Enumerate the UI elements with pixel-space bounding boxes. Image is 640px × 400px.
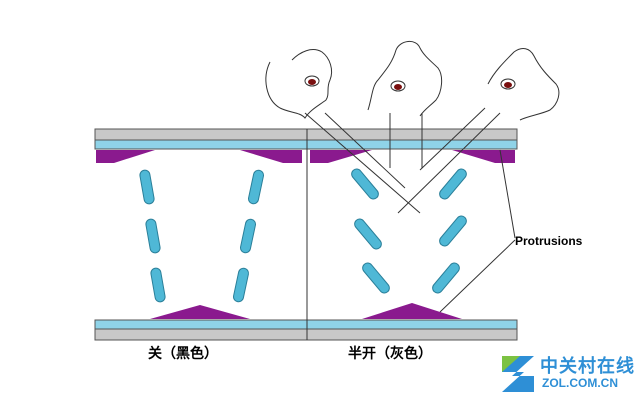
pupil: [394, 84, 402, 90]
ray-right-viewer: [419, 107, 486, 171]
label-protrusions: Protrusions: [515, 234, 583, 248]
bottom-substrate: [94, 319, 518, 341]
annotation-leaders: [439, 149, 516, 313]
viewer-center: [367, 41, 443, 117]
crystal: [139, 169, 155, 205]
leader-bottom: [439, 239, 516, 313]
label-off-state: 关（黑色）: [148, 346, 218, 362]
crystal: [351, 168, 379, 200]
left-crystals: [139, 169, 264, 303]
zol-name-cn: 中关村在线: [540, 356, 635, 377]
protrusion-top-4: [452, 150, 515, 163]
ray-right-viewer: [397, 112, 501, 214]
zol-site: ZOL.COM.CN: [542, 376, 618, 390]
top-substrate: [94, 128, 518, 150]
zol-watermark: 中关村在线 ZOL.COM.CN: [500, 350, 640, 400]
crystal: [145, 218, 161, 254]
crystal: [354, 218, 382, 250]
crystal: [248, 169, 264, 205]
pupil: [308, 79, 316, 85]
label-half-on-state: 半开（灰色）: [348, 346, 432, 362]
viewer-left: [265, 49, 333, 119]
crystal: [240, 218, 256, 254]
face-outline: [367, 41, 443, 117]
protrusion-top-1: [96, 150, 155, 163]
bottom-glass-blue: [94, 319, 518, 330]
protrusion-bottom-1: [150, 305, 250, 319]
light-rays: [304, 107, 501, 214]
pupil: [504, 82, 512, 88]
bottom-protrusions: [150, 303, 462, 319]
face-outline: [265, 49, 333, 119]
top-glass-blue: [94, 139, 518, 150]
crystal: [233, 267, 249, 303]
face-outline: [487, 48, 560, 121]
crystal: [439, 168, 467, 200]
zol-logo-icon: [502, 356, 534, 392]
bottom-glass-gray: [94, 328, 518, 341]
crystal: [362, 262, 390, 294]
crystal: [439, 215, 467, 247]
crystal: [432, 262, 460, 294]
ray-left-viewer: [304, 112, 421, 214]
crystal: [150, 267, 166, 303]
protrusion-top-2: [240, 150, 302, 163]
ray-left-viewer: [324, 112, 406, 189]
viewer-right: [487, 48, 560, 121]
top-protrusions: [96, 150, 515, 163]
right-crystals: [351, 168, 467, 294]
protrusion-top-3: [310, 150, 372, 163]
leader-top: [499, 149, 516, 239]
protrusion-bottom-2: [362, 303, 462, 319]
